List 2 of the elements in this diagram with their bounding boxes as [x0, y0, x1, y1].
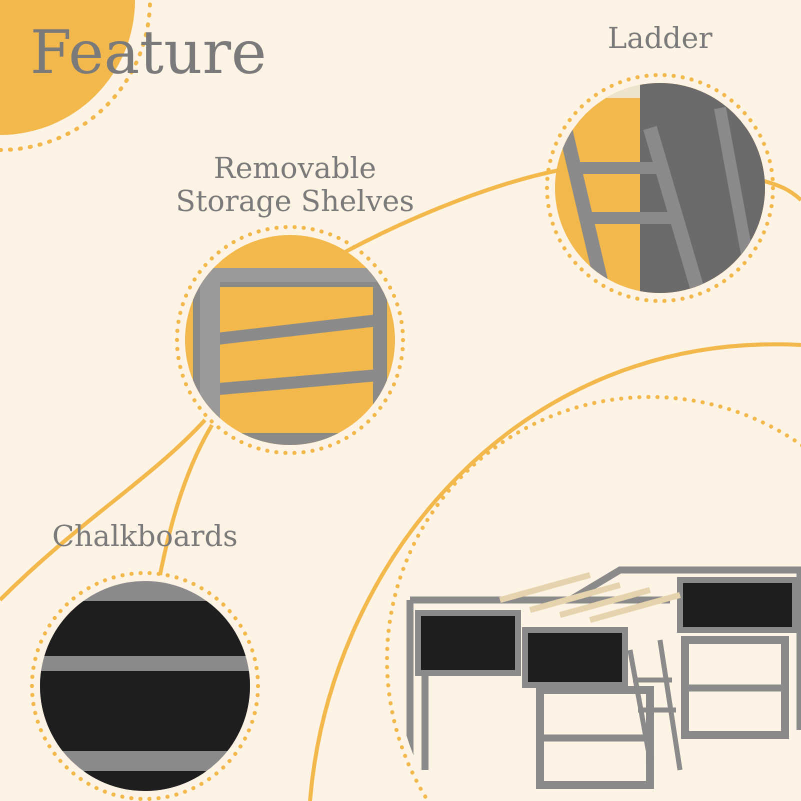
feature-heading: Ladder	[606, 22, 714, 55]
feature-heading: Removable Storage Shelves	[174, 152, 416, 218]
